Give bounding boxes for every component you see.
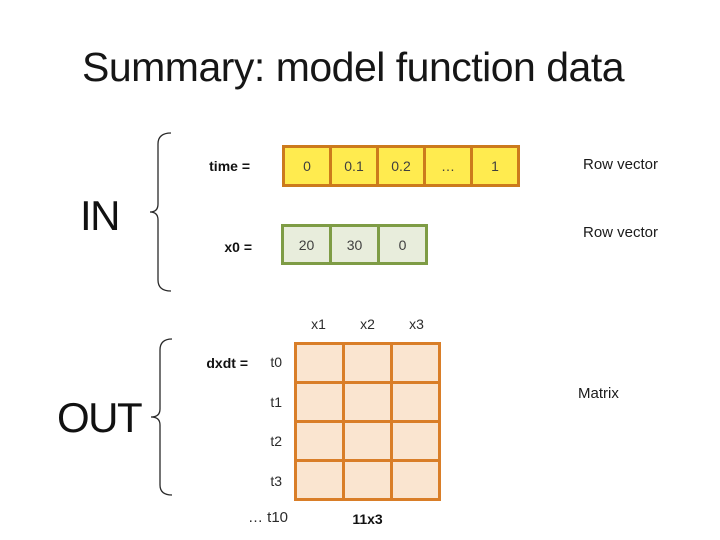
page-title: Summary: model function data [82,44,625,90]
x0-row-vector: 20 30 0 [281,224,428,265]
matrix-cell [297,345,342,381]
matrix-cell [393,462,438,498]
matrix-cell [393,423,438,459]
time-row-vector: 0 0.1 0.2 … 1 [282,145,520,187]
matrix-cell [297,423,342,459]
matrix-cell [393,345,438,381]
dxdt-matrix [294,342,441,501]
x0-cell: 30 [332,227,377,262]
matrix-cell [345,384,390,420]
time-cell: 0 [285,148,329,184]
row-header-t3: t3 [270,473,282,490]
matrix-cell [345,462,390,498]
x0-cell: 0 [380,227,425,262]
time-equals-label: time = [209,158,250,174]
x0-row-annotation: Row vector [583,224,659,241]
matrix-cell [297,384,342,420]
time-cell: 0.2 [379,148,423,184]
matrix-cell [393,384,438,420]
matrix-cell [345,345,390,381]
time-cell: … [426,148,470,184]
matrix-annotation: Matrix [578,385,619,402]
in-brace-icon [149,132,172,292]
in-section-label: IN [80,192,121,239]
col-header-x3: x3 [409,316,424,332]
out-brace-icon [150,338,173,496]
time-row-annotation: Row vector [583,156,659,173]
dxdt-equals-label: dxdt = [206,355,248,371]
x0-equals-label: x0 = [224,239,252,255]
matrix-cell [297,462,342,498]
matrix-column-headers: x1 x2 x3 [294,316,441,332]
row-header-t0: t0 [270,353,282,370]
col-header-x1: x1 [311,316,326,332]
matrix-dimensions-label: 11x3 [352,511,383,527]
matrix-row-headers: t0 t1 t2 t3 [250,342,282,501]
out-section-label: OUT [57,394,143,441]
time-cell: 1 [473,148,517,184]
time-cell: 0.1 [332,148,376,184]
row-header-t2: t2 [270,433,282,450]
x0-cell: 20 [284,227,329,262]
col-header-x2: x2 [360,316,375,332]
more-rows-label: … t10 [248,509,289,526]
matrix-cell [345,423,390,459]
row-header-t1: t1 [270,393,282,410]
